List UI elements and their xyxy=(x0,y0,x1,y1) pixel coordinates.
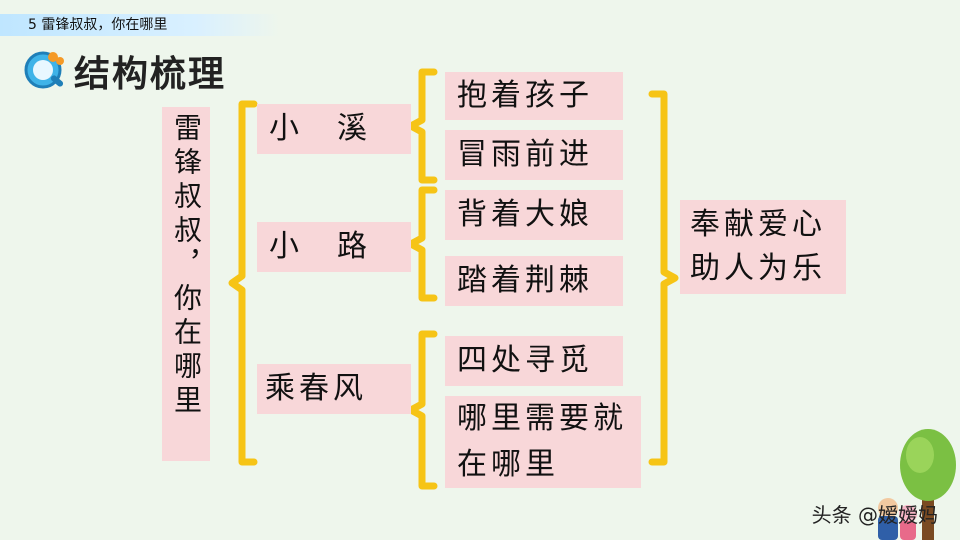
deed-label: 四处寻觅 xyxy=(457,343,593,378)
place-box-road: 小 路 xyxy=(257,222,411,272)
deed-label: 背着大娘 xyxy=(457,197,593,232)
place-label: 小 路 xyxy=(269,229,371,264)
summary-line: 奉献爱心 xyxy=(690,207,826,242)
root-title-box: 雷锋叔叔，你在哪里 xyxy=(162,107,210,461)
wind-bracket xyxy=(407,330,438,490)
deed-label: 抱着孩子 xyxy=(457,78,593,113)
summary-line: 助人为乐 xyxy=(690,251,826,286)
deed-box: 冒雨前进 xyxy=(445,130,623,180)
deed-box: 四处寻觅 xyxy=(445,336,623,386)
stream-bracket xyxy=(407,68,438,184)
deed-box: 背着大娘 xyxy=(445,190,623,240)
road-bracket xyxy=(407,186,438,302)
deed-label: 冒雨前进 xyxy=(457,137,593,172)
tree-illustration xyxy=(878,429,956,540)
place-label: 乘春风 xyxy=(265,371,367,406)
lesson-title: 5 雷锋叔叔，你在哪里 xyxy=(28,17,168,33)
q-magnifier-icon xyxy=(22,48,68,94)
place-box-stream: 小 溪 xyxy=(257,104,411,154)
root-bracket xyxy=(228,100,258,466)
deed-box: 抱着孩子 xyxy=(445,72,623,120)
summary-bracket xyxy=(648,90,679,466)
section-title: 结构梳理 xyxy=(74,54,227,95)
watermark: 头条 @嫒嫒妈 xyxy=(811,503,938,527)
place-label: 小 溪 xyxy=(269,111,371,146)
deed-label: 哪里需要就在哪里 xyxy=(457,401,627,482)
section-heading: 结构梳理 xyxy=(22,48,227,95)
root-title: 雷锋叔叔，你在哪里 xyxy=(170,113,203,419)
lesson-header: 5 雷锋叔叔，你在哪里 xyxy=(0,14,280,36)
deed-label: 踏着荆棘 xyxy=(457,263,593,298)
summary-box: 奉献爱心 助人为乐 xyxy=(680,200,846,294)
deed-box: 哪里需要就在哪里 xyxy=(445,396,641,488)
place-box-wind: 乘春风 xyxy=(257,364,411,414)
deed-box: 踏着荆棘 xyxy=(445,256,623,306)
